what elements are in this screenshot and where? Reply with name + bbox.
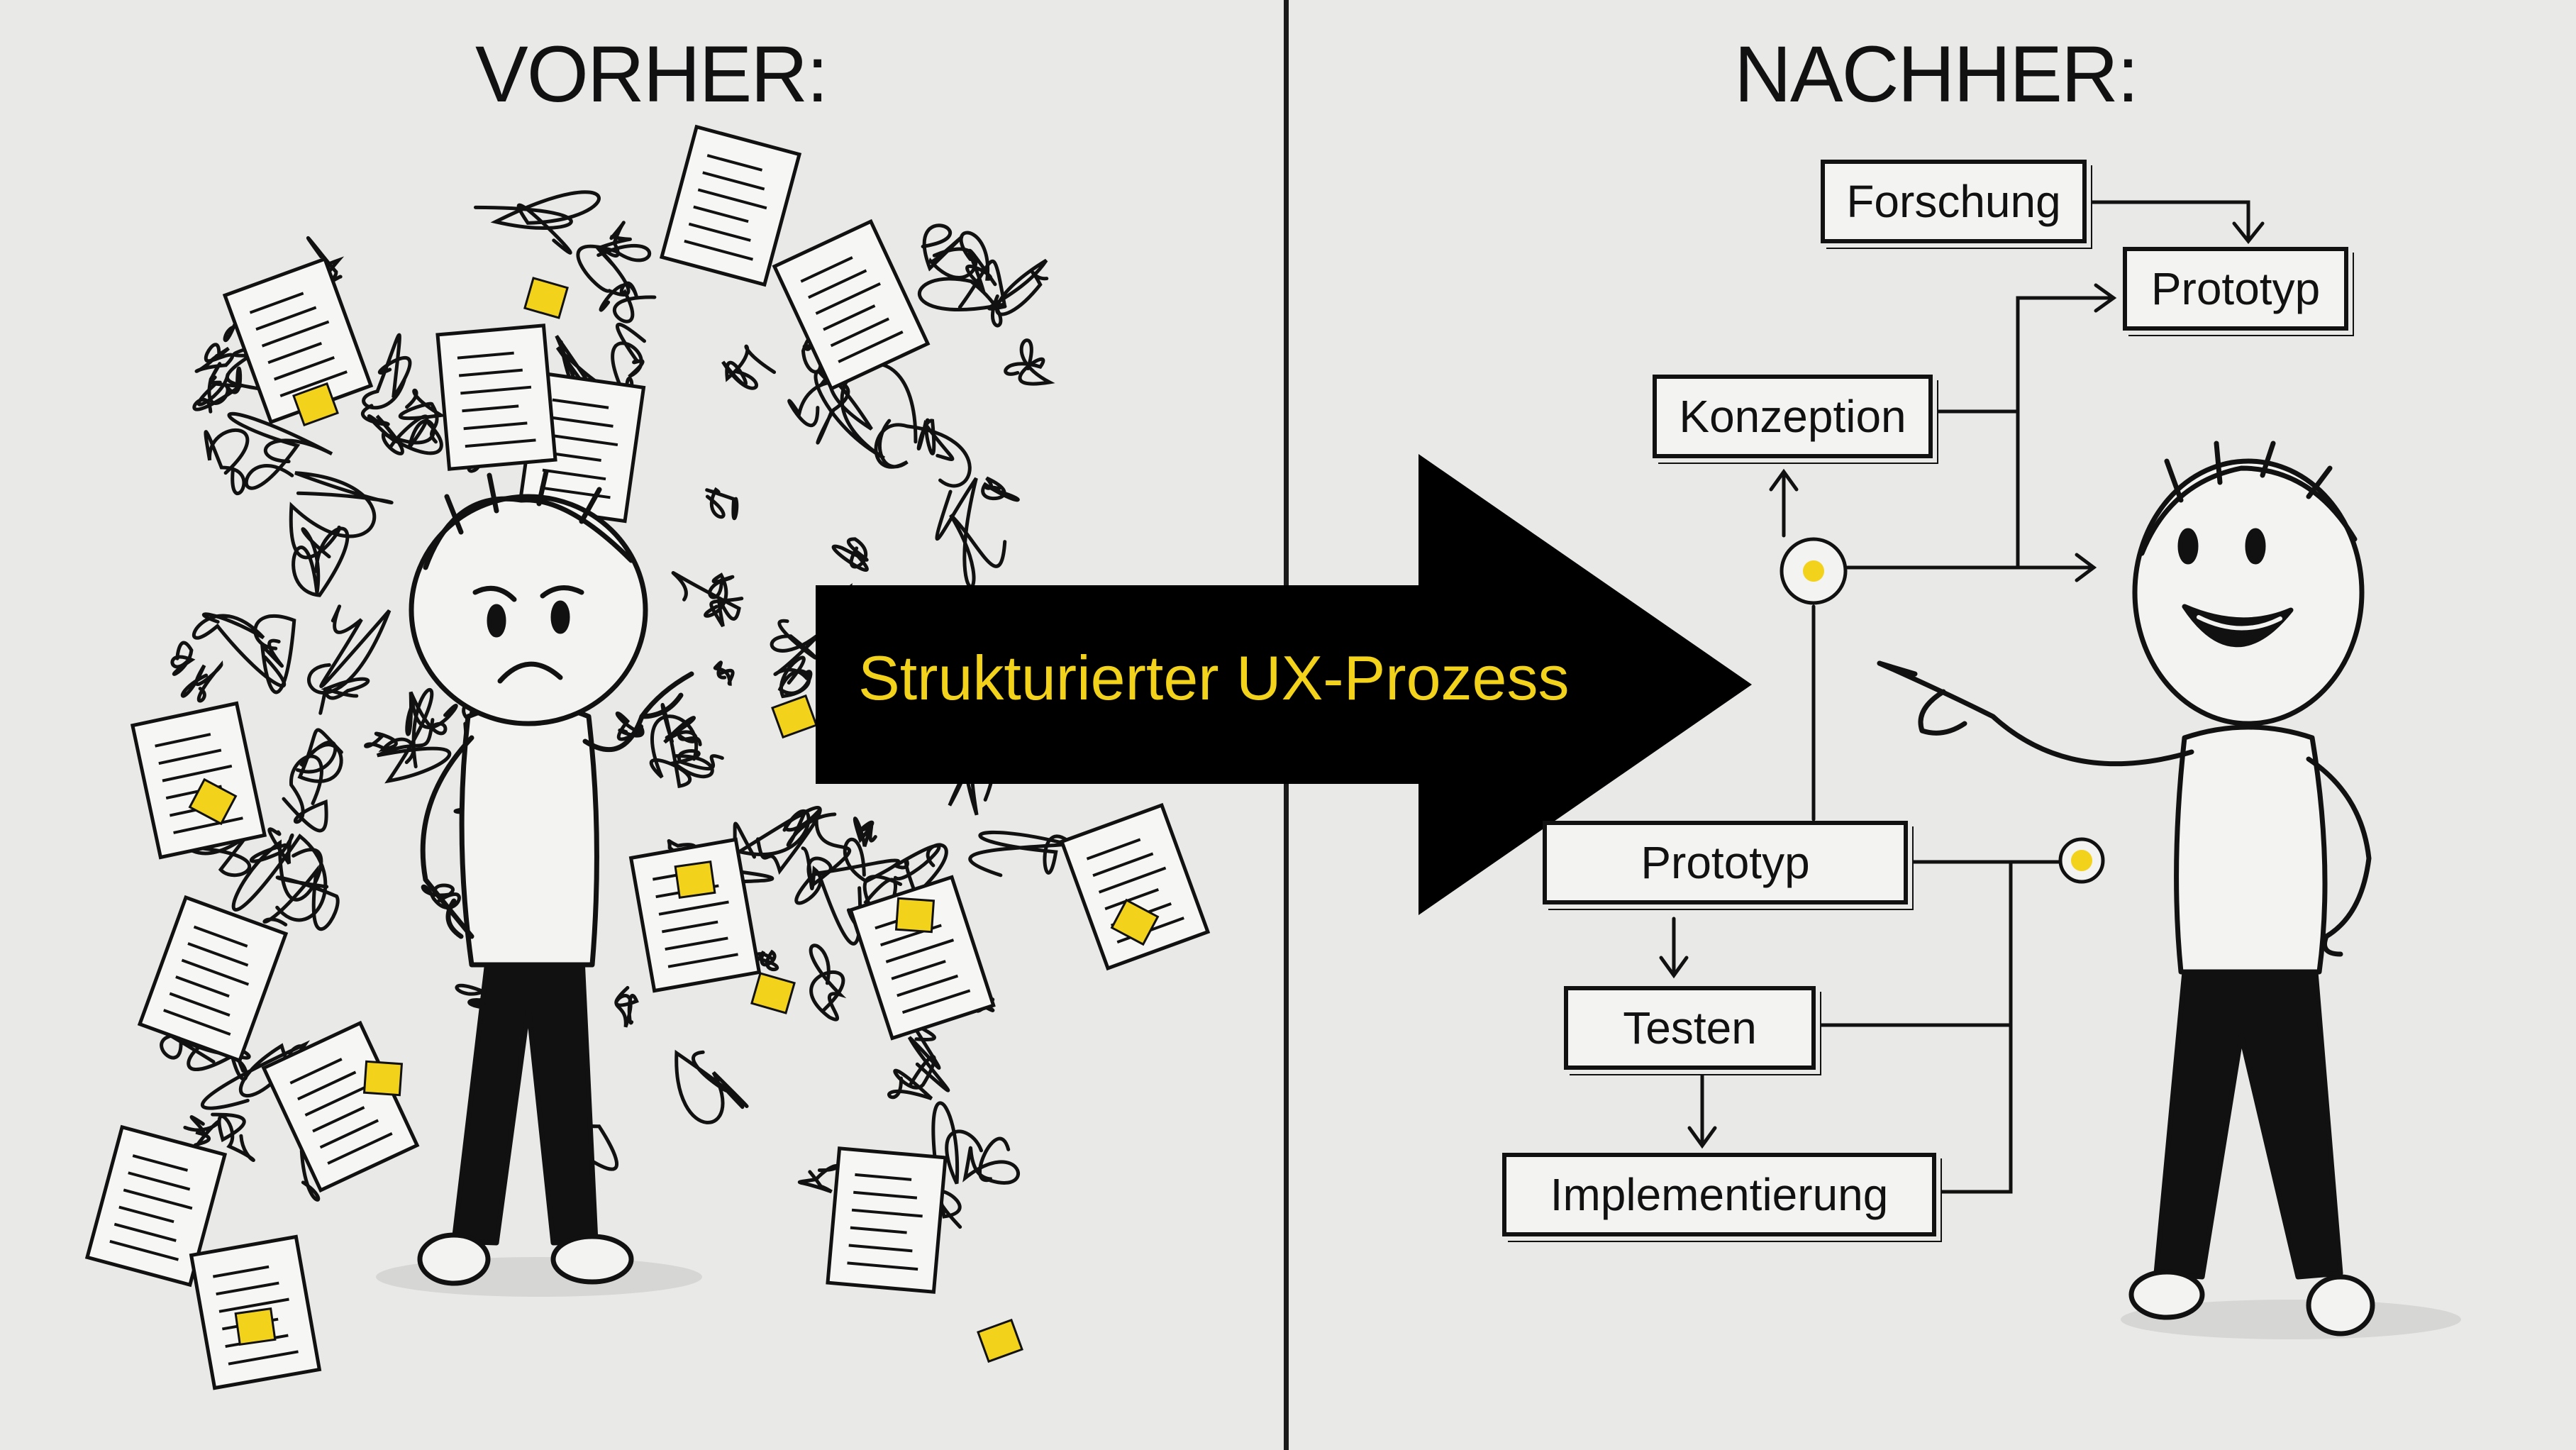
scribble-line xyxy=(853,817,877,847)
sticky-note-icon xyxy=(188,777,238,826)
paper-sheet-icon xyxy=(826,1146,948,1294)
step-research: Forschung xyxy=(1821,160,2087,243)
scribble-line xyxy=(376,687,452,784)
sticky-note-icon xyxy=(292,382,339,427)
scribble-line xyxy=(891,843,948,898)
step-testing: Testen xyxy=(1564,986,1816,1070)
scribble-line xyxy=(809,943,847,1022)
scribble-line xyxy=(671,571,744,628)
scribble-line xyxy=(253,614,296,694)
paper-sheet-icon xyxy=(659,124,802,287)
scribble-line xyxy=(421,883,461,909)
scribble-line xyxy=(916,418,955,461)
sticky-notes xyxy=(188,277,1160,1363)
scribble-line xyxy=(649,702,699,789)
scribble-line xyxy=(227,411,333,490)
scribble-line xyxy=(674,1049,749,1124)
scribble-line xyxy=(262,864,340,931)
scribble-line xyxy=(917,259,1007,328)
sticky-note-icon xyxy=(977,1318,1023,1363)
scribble-line xyxy=(874,419,972,488)
scribble-line xyxy=(663,716,702,746)
scribble-line xyxy=(455,983,522,1014)
scribble-line xyxy=(705,487,739,521)
sticky-note-icon xyxy=(674,860,716,899)
scribble-line xyxy=(360,404,404,455)
paper-sheet-icon xyxy=(435,323,557,471)
before-heading: VORHER: xyxy=(475,30,828,118)
scribble-line xyxy=(180,660,223,703)
scribble-line xyxy=(816,837,901,946)
sticky-note-icon xyxy=(750,972,796,1014)
sticky-note-icon xyxy=(362,1060,404,1097)
scribble-line xyxy=(292,526,350,597)
transition-arrow-label: Strukturierter UX-Prozess xyxy=(858,643,1570,713)
scribble-line xyxy=(962,1136,1020,1185)
scribble-line xyxy=(295,728,343,783)
sticky-note-icon xyxy=(894,897,936,934)
scribble-line xyxy=(170,641,196,676)
scribble-line xyxy=(931,1101,984,1229)
scribble-line xyxy=(191,612,287,688)
paper-sheet-icon xyxy=(848,875,996,1041)
scribble-line xyxy=(1004,338,1055,386)
scattered-papers xyxy=(84,124,1211,1390)
frustrated-person-icon xyxy=(376,469,702,1297)
scribble-line xyxy=(307,604,392,694)
paper-sheet-icon xyxy=(137,895,289,1063)
after-heading: NACHHER: xyxy=(1734,30,2139,118)
scribble-line xyxy=(935,477,1007,589)
scribble-line xyxy=(194,343,235,373)
scribble-line xyxy=(183,1114,221,1147)
scribble-line xyxy=(596,221,632,258)
scribble-line xyxy=(713,660,735,686)
scribble-line xyxy=(777,655,813,699)
scribble-line xyxy=(981,476,1020,502)
scribble-line xyxy=(794,846,833,905)
scribble-line xyxy=(987,258,1049,316)
sticky-note-icon xyxy=(523,277,569,319)
scribble-line xyxy=(968,830,1070,878)
scribble-line xyxy=(398,388,447,444)
scribble-line xyxy=(405,691,458,736)
scribble-line xyxy=(289,471,394,560)
scribble-line xyxy=(249,827,294,865)
scribble-line xyxy=(921,223,978,280)
scribble-line xyxy=(784,807,851,887)
scribble-line xyxy=(704,572,735,618)
scribble-line xyxy=(211,1112,255,1163)
scribble-line xyxy=(192,372,245,414)
sticky-note-icon xyxy=(771,694,818,739)
step-implementation: Implementierung xyxy=(1502,1153,1936,1236)
chaos-illustration xyxy=(84,124,1211,1390)
paper-sheet-icon xyxy=(222,256,374,425)
scribble-line xyxy=(282,754,328,833)
scribble-line xyxy=(735,806,822,875)
scribble-line xyxy=(787,380,850,445)
scribble-line xyxy=(318,677,370,715)
paper-sheet-icon xyxy=(84,1124,228,1288)
scribble-line xyxy=(831,537,869,572)
scribble-line xyxy=(576,243,652,297)
scribble-line xyxy=(614,985,639,1028)
scribble-line xyxy=(599,281,657,323)
scribble-line xyxy=(721,344,777,390)
sticky-note-icon xyxy=(234,1307,277,1346)
scribble-line xyxy=(207,362,243,405)
scribble-line xyxy=(770,619,823,680)
sticky-note-icon xyxy=(1110,898,1160,946)
scribble-line xyxy=(611,322,646,390)
scribble-line xyxy=(364,731,416,765)
scribble-line xyxy=(473,190,601,255)
step-prototype-top: Prototyp xyxy=(2123,247,2348,331)
scribble-line xyxy=(204,428,250,496)
scribble-line xyxy=(670,749,724,779)
step-prototype: Prototyp xyxy=(1543,821,1908,904)
paper-sheet-icon xyxy=(772,218,931,392)
scribble-line xyxy=(231,834,328,922)
step-concept: Konzeption xyxy=(1653,375,1933,458)
paper-sheet-icon xyxy=(628,837,762,993)
